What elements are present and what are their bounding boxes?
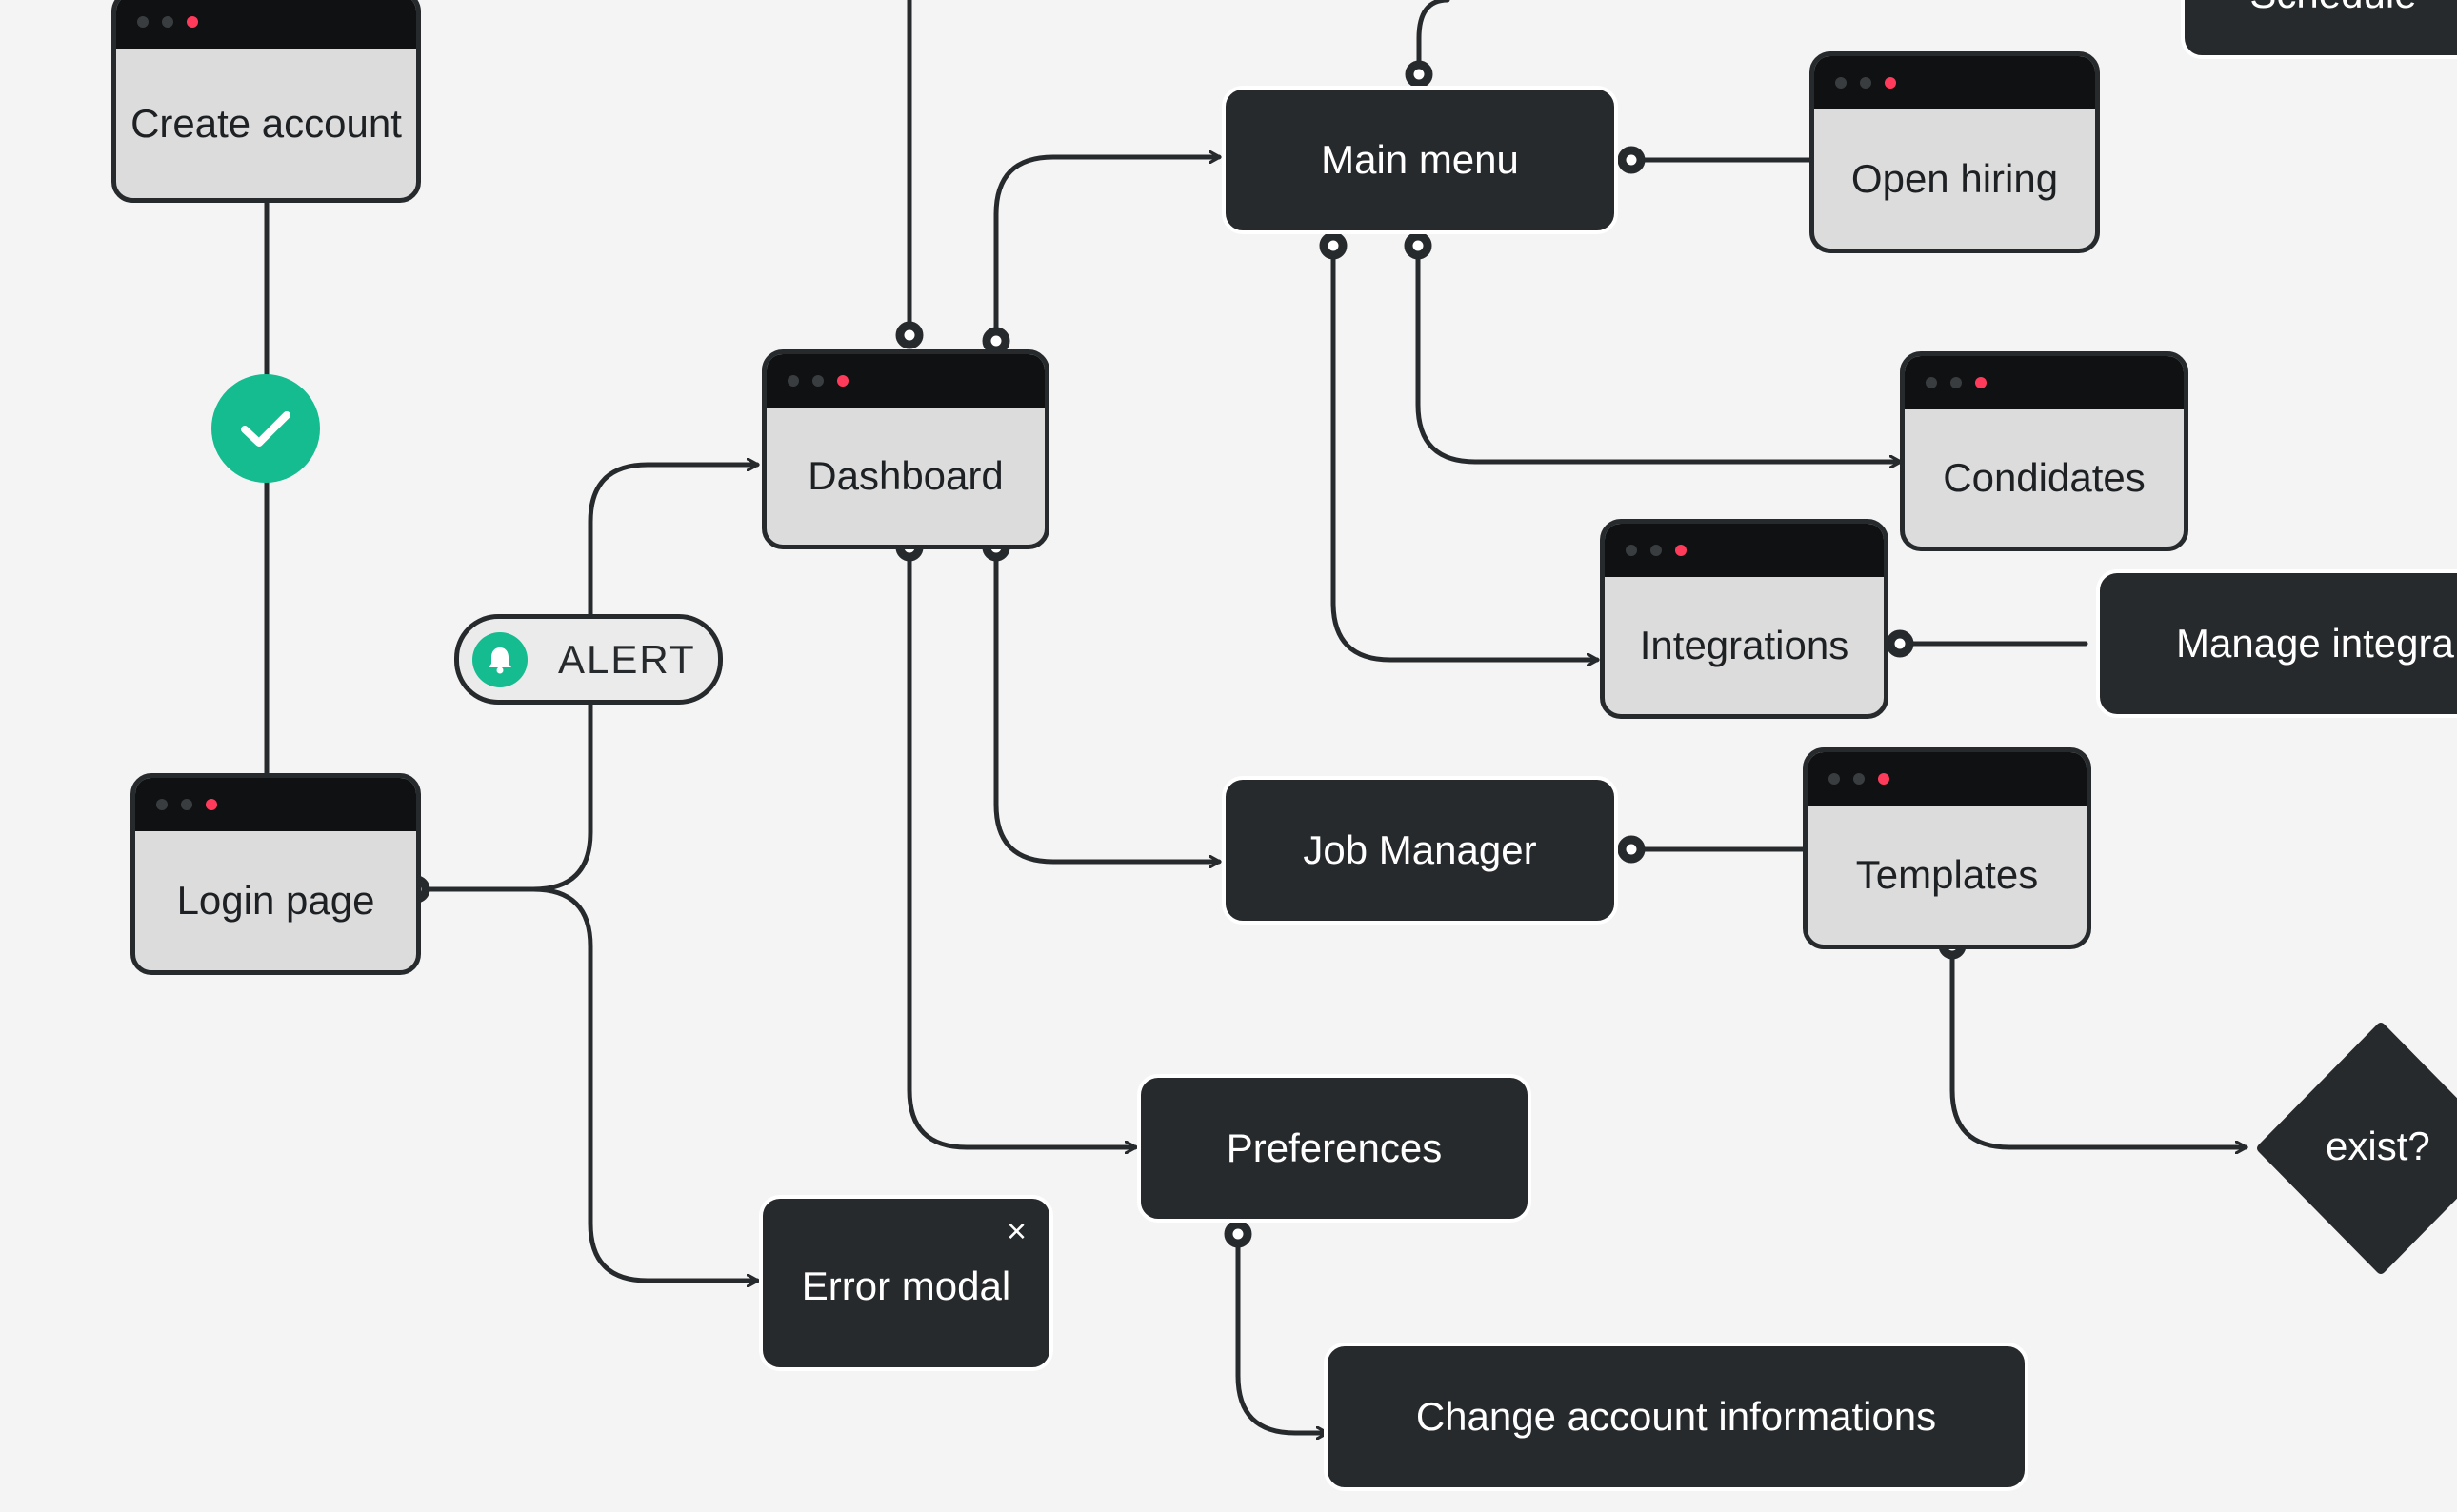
window-dot-red	[1675, 545, 1687, 556]
node-condidates-label: Condidates	[1943, 455, 2146, 500]
node-dashboard[interactable]: Dashboard	[762, 349, 1049, 549]
node-open-hiring-label: Open hiring	[1850, 156, 2059, 201]
window-dot	[156, 799, 168, 810]
node-change-account-label: Change account informations	[1415, 1394, 1937, 1439]
port-dot	[1405, 60, 1433, 89]
node-exist-decision[interactable]: exist?	[2247, 1019, 2457, 1278]
window-dot-red	[1885, 77, 1896, 89]
node-condidates[interactable]: Condidates	[1900, 351, 2188, 551]
node-change-account[interactable]: Change account informations	[1324, 1343, 2028, 1491]
node-templates-label: Templates	[1855, 852, 2039, 897]
window-dot	[1950, 377, 1962, 388]
window-dot-red	[1878, 773, 1889, 785]
window-titlebar	[767, 354, 1045, 408]
node-templates[interactable]: Templates	[1803, 747, 2091, 949]
window-dot	[1835, 77, 1847, 89]
node-login-page-label: Login page	[176, 878, 375, 923]
window-titlebar	[1814, 56, 2095, 109]
node-main-menu-label: Main menu	[1321, 137, 1519, 182]
connector-dashboard-to-job-manager	[993, 545, 1219, 862]
node-create-account[interactable]: Create account	[111, 0, 421, 203]
alert-pill[interactable]: ALERT	[454, 614, 723, 705]
window-dot	[137, 16, 149, 28]
port-dot	[1886, 629, 1914, 658]
check-mark-icon	[241, 411, 290, 447]
window-dot-red	[837, 375, 849, 387]
node-dashboard-label: Dashboard	[808, 453, 1004, 498]
connector-templates-to-exist	[1949, 943, 2246, 1147]
window-dot	[1828, 773, 1840, 785]
bell-icon	[472, 631, 528, 687]
port-dot	[982, 327, 1010, 355]
window-dot-red	[1975, 377, 1987, 388]
node-login-page[interactable]: Login page	[130, 773, 421, 975]
node-manage-integrations-label: Manage integra	[2176, 621, 2454, 666]
connector-dashboard-to-main-menu	[993, 157, 1219, 346]
port-dot	[1617, 146, 1646, 174]
window-dot	[812, 375, 824, 387]
node-schedule[interactable]: Schedule	[2181, 0, 2457, 59]
window-titlebar	[1808, 752, 2087, 806]
node-exist-label: exist?	[2326, 1124, 2430, 1168]
connector-main-menu-to-integrations	[1330, 243, 1597, 660]
node-schedule-label: Schedule	[2249, 0, 2416, 17]
port-dot	[1319, 231, 1348, 260]
connector-preferences-to-change-account	[1235, 1231, 1327, 1433]
node-open-hiring[interactable]: Open hiring	[1809, 51, 2100, 253]
node-preferences-label: Preferences	[1226, 1125, 1443, 1170]
connector-main-menu-to-condidates	[1415, 243, 1900, 462]
window-dot	[1650, 545, 1662, 556]
window-dot	[1926, 377, 1937, 388]
window-dot	[162, 16, 173, 28]
window-titlebar	[1605, 524, 1884, 577]
window-dot-red	[187, 16, 198, 28]
window-dot	[1626, 545, 1637, 556]
window-dot	[1860, 77, 1871, 89]
diamond-shape	[2257, 1023, 2457, 1274]
window-titlebar	[1905, 356, 2184, 409]
window-dot	[1853, 773, 1865, 785]
connector-schedule-to-main-menu	[1416, 0, 1450, 77]
node-job-manager[interactable]: Job Manager	[1222, 776, 1618, 925]
check-icon	[211, 374, 320, 483]
close-icon[interactable]: ×	[1006, 1211, 1027, 1250]
window-dot	[788, 375, 799, 387]
port-dot	[1404, 231, 1432, 260]
port-dot	[1224, 1220, 1252, 1248]
port-dot	[895, 321, 924, 349]
node-error-modal[interactable]: × Error modal	[759, 1195, 1053, 1371]
port-dot	[1617, 835, 1646, 864]
node-job-manager-label: Job Manager	[1303, 827, 1537, 872]
window-dot-red	[206, 799, 217, 810]
connector-dashboard-to-preferences	[907, 545, 1135, 1147]
window-dot	[181, 799, 192, 810]
window-titlebar	[116, 0, 416, 49]
node-preferences[interactable]: Preferences	[1137, 1074, 1531, 1223]
node-integrations-label: Integrations	[1639, 623, 1849, 667]
node-create-account-label: Create account	[130, 100, 402, 146]
node-manage-integrations[interactable]: Manage integra	[2096, 569, 2457, 718]
node-main-menu[interactable]: Main menu	[1222, 86, 1618, 234]
alert-label: ALERT	[558, 636, 696, 682]
node-integrations[interactable]: Integrations	[1600, 519, 1888, 719]
node-error-modal-label: Error modal	[801, 1263, 1011, 1308]
connector-login-to-error	[530, 886, 757, 1281]
window-titlebar	[135, 778, 416, 831]
